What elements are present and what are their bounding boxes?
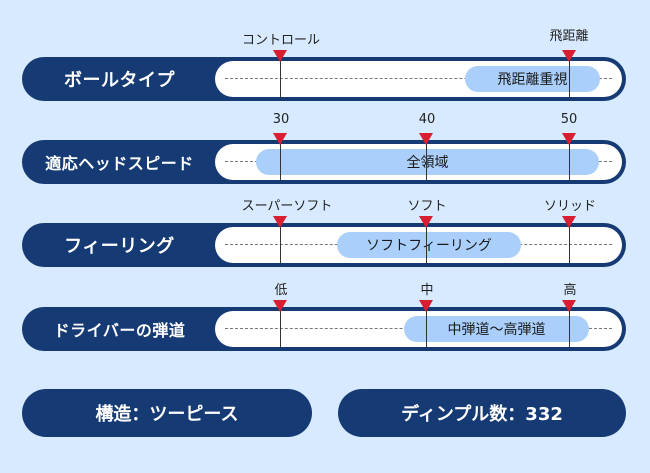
dimple-count-badge: ディンプル数：332 <box>338 389 626 437</box>
ball-type-label: ボールタイプ <box>64 70 175 91</box>
tick-label-control: コントロール <box>241 33 321 48</box>
tick-line <box>280 304 281 348</box>
ball-type-bar: ボールタイプ 飛距離重視 <box>22 57 626 101</box>
marker-triangle-icon <box>273 216 287 228</box>
tick-label-high: 高 <box>563 283 577 298</box>
marker-triangle-icon <box>562 133 576 145</box>
trajectory-label: ドライバーの弾道 <box>53 321 186 340</box>
marker-triangle-icon <box>419 216 433 228</box>
marker-triangle-icon <box>273 50 287 62</box>
marker-triangle-icon <box>562 216 576 228</box>
head-speed-bar: 適応ヘッドスピード 全領域 <box>22 140 626 184</box>
feeling-value: ソフトフィーリング <box>337 232 521 258</box>
tick-line <box>426 220 427 264</box>
ball-type-track: 飛距離重視 <box>215 61 622 97</box>
structure-badge: 構造：ツーピース <box>22 389 312 437</box>
tick-line <box>569 137 570 181</box>
tick-label-30: 30 <box>272 112 290 127</box>
tick-line <box>280 54 281 98</box>
head-speed-label: 適応ヘッドスピード <box>45 154 194 173</box>
tick-line <box>280 137 281 181</box>
tick-label-solid: ソリッド <box>543 199 597 214</box>
tick-line <box>426 137 427 181</box>
ball-type-value: 飛距離重視 <box>465 66 600 92</box>
tick-line <box>569 220 570 264</box>
head-speed-value: 全領域 <box>256 149 599 175</box>
tick-label-40: 40 <box>418 112 436 127</box>
marker-triangle-icon <box>419 133 433 145</box>
trajectory-bar: ドライバーの弾道 中弾道～高弾道 <box>22 307 626 351</box>
tick-label-distance: 飛距離 <box>549 29 589 44</box>
marker-triangle-icon <box>562 300 576 312</box>
tick-line <box>569 54 570 98</box>
tick-label-mid: 中 <box>420 283 434 298</box>
marker-triangle-icon <box>419 300 433 312</box>
feeling-label: フィーリング <box>64 236 175 257</box>
tick-line <box>426 304 427 348</box>
tick-label-low: 低 <box>274 283 288 298</box>
marker-triangle-icon <box>273 300 287 312</box>
track-dashline <box>225 78 612 79</box>
head-speed-track: 全領域 <box>215 144 622 180</box>
marker-triangle-icon <box>562 50 576 62</box>
tick-label-super-soft: スーパーソフト <box>241 199 333 214</box>
tick-line <box>280 220 281 264</box>
tick-label-soft: ソフト <box>407 199 447 214</box>
tick-label-50: 50 <box>560 112 578 127</box>
tick-line <box>569 304 570 348</box>
feeling-bar: フィーリング ソフトフィーリング <box>22 223 626 267</box>
feeling-track: ソフトフィーリング <box>215 227 622 263</box>
marker-triangle-icon <box>273 133 287 145</box>
trajectory-track: 中弾道～高弾道 <box>215 311 622 347</box>
trajectory-value: 中弾道～高弾道 <box>404 316 589 342</box>
